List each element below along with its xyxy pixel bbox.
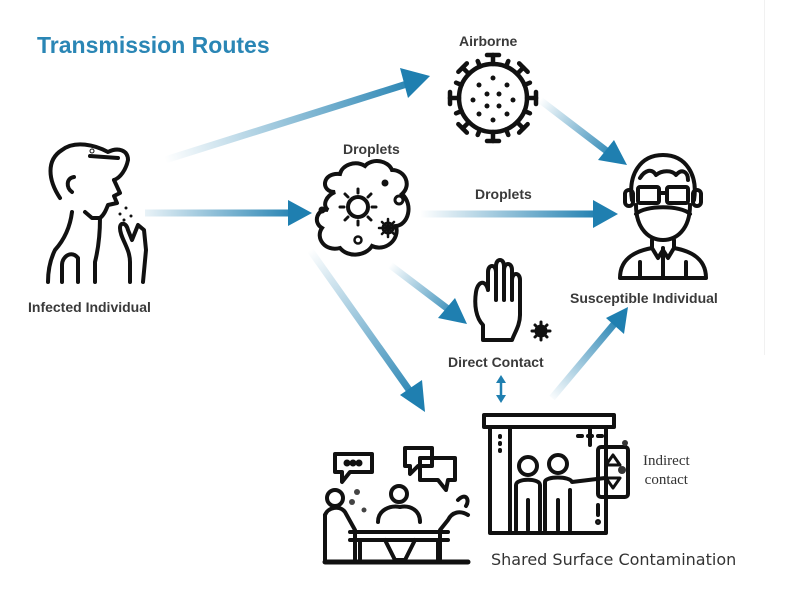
indirect-contact-label: Indirect contact: [643, 452, 690, 490]
arrow-airborne-to-susceptible: [537, 97, 627, 165]
droplets-edge-label: Droplets: [475, 186, 532, 202]
virus-icon: [447, 52, 539, 144]
droplet-cloud-icon: [314, 159, 411, 257]
direct-contact-label: Direct Contact: [448, 354, 544, 370]
double-arrow-direct-to-surface: [496, 375, 506, 403]
people-meeting-icon: [322, 446, 471, 565]
arrow-droplets-to-susceptible: [420, 200, 618, 228]
arrow-infected-to-droplets: [145, 200, 312, 226]
droplets-node-label: Droplets: [343, 141, 400, 157]
panel-edge: [764, 0, 765, 355]
airborne-label: Airborne: [459, 33, 518, 49]
susceptible-individual-label: Susceptible Individual: [570, 290, 718, 306]
shared-surface-label: Shared Surface Contamination: [491, 550, 737, 569]
indirect-contact-line2: contact: [644, 472, 688, 488]
arrow-droplets-to-shared-surface: [307, 247, 425, 412]
coughing-person-icon: [46, 142, 148, 284]
germ-icon: [530, 320, 552, 342]
hand-with-germ-icon: [473, 258, 522, 342]
elevator-button-icon: [482, 413, 630, 535]
arrow-infected-to-airborne: [163, 68, 430, 164]
indirect-contact-line1: Indirect: [643, 453, 690, 469]
masked-person-icon: [618, 153, 708, 280]
infected-individual-label: Infected Individual: [28, 299, 151, 315]
arrow-droplets-to-direct-contact: [387, 262, 467, 324]
arrow-surface-to-susceptible: [549, 307, 628, 401]
diagram-title: Transmission Routes: [37, 32, 270, 58]
